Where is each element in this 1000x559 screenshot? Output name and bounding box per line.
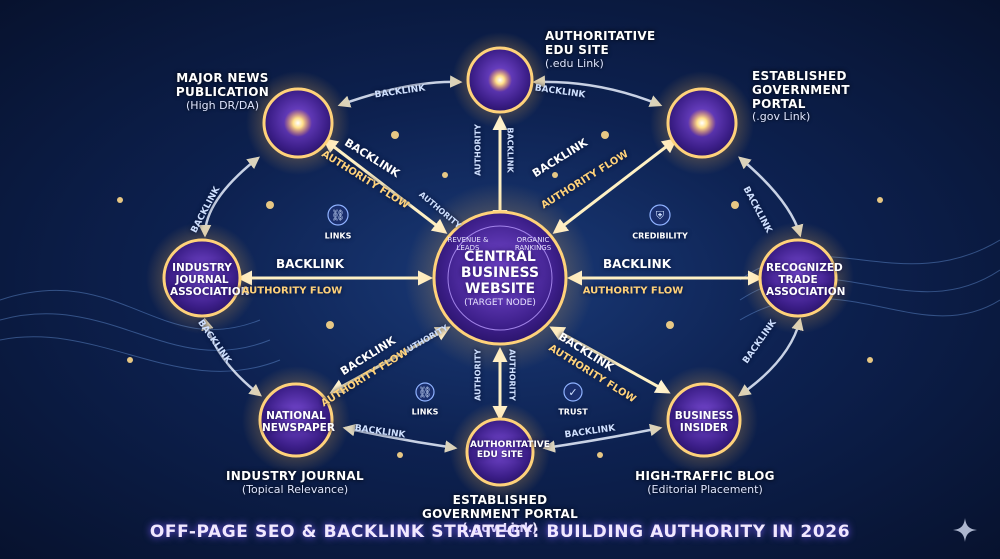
center-ring-label-right: ORGANIC RANKINGS [514,236,552,252]
connector-label-backlink: BACKLINK [276,257,344,271]
node-right-inner: RECOGNIZED TRADE ASSOCIATION [766,262,846,299]
node-top-subtitle: (.edu Link) [545,56,604,70]
connector-label-trust: TRUST [558,407,588,417]
arc-bottom-bottomright [542,423,663,453]
node-bottom-left-inner: NATIONAL NEWSPAPER [262,410,335,435]
arc-bottomleft-bottom [342,424,458,453]
node-bottom-right-inner: BUSINESS INSIDER [674,410,734,435]
node-bottom-title: ESTABLISHED GOVERNMENT PORTAL (.gov Link… [421,493,579,535]
svg-text:⛨: ⛨ [656,209,665,222]
node-top-left-label: MAJOR NEWS PUBLICATION (High DR/DA) [165,71,280,112]
arc-top-topright [532,75,663,107]
node-left-journal [146,222,258,334]
center-node-subtitle: (TARGET NODE) [464,298,536,308]
icon-badges [327,204,671,402]
node-bottom-left-label: INDUSTRY JOURNAL (Topical Relevance) [220,469,370,496]
arc-topleft-top [337,75,463,108]
node-top-label: AUTHORITATIVE EDU SITE (.edu Link) [545,29,660,70]
center-node-title: CENTRAL BUSINESS WEBSITE [460,249,540,298]
node-left-inner: INDUSTRY JOURNAL ASSOCIATION [170,262,250,299]
connector-label-authority-flow: AUTHORITY FLOW [582,285,684,297]
decorative-dots [117,131,883,458]
node-bottom-right-insider [650,366,758,474]
node-top-left-subtitle: (High DR/DA) [186,98,259,112]
node-bottom-edu [450,402,550,502]
node-bottom-label: ESTABLISHED GOVERNMENT PORTAL (.gov Link… [410,493,590,535]
node-top-edu [452,32,548,128]
node-bottom-left-subtitle: (Topical Relevance) [241,482,349,496]
node-right-trade [742,222,854,334]
spoke-topleft [322,138,448,234]
sparkle-icon [953,518,977,542]
connector-label-links: LINKS [411,407,439,417]
connector-label-authority: AUTHORITY [473,349,483,401]
node-top-title: AUTHORITATIVE EDU SITE [545,29,656,57]
node-top-right-gov [650,71,754,175]
trust-icon [563,382,583,402]
node-top-left-news [246,71,350,175]
spoke-topright [552,138,678,234]
page-title: OFF-PAGE SEO & BACKLINK STRATEGY: BUILDI… [149,522,851,542]
shield-icon [649,204,671,226]
connector-label-authority-flow: AUTHORITY FLOW [241,285,343,297]
connector-label-backlink: BACKLINK [505,127,515,173]
connector-label-credibility: CREDIBILITY [632,231,688,241]
node-top-right-label: ESTABLISHED GOVERNMENT PORTAL (.gov Link… [752,69,872,124]
node-bottom-left-title: INDUSTRY JOURNAL [226,469,364,483]
node-top-left-title: MAJOR NEWS PUBLICATION [175,71,270,99]
link-icon [327,204,349,226]
link-icon [415,382,435,402]
node-top-right-title: ESTABLISHED GOVERNMENT PORTAL [752,69,850,111]
node-bottom-right-subtitle: (Editorial Placement) [647,482,763,496]
node-bottom-left-newspaper [242,366,350,474]
node-bottom-right-title: HIGH-TRAFFIC BLOG [635,469,775,483]
node-bottom-inner: AUTHORITATIVE EDU SITE [470,440,550,461]
connector-label-authority: AUTHORITY [507,349,517,401]
center-node [405,183,595,373]
connector-label-backlink: BACKLINK [603,257,671,271]
svg-text:⛓: ⛓ [331,209,345,222]
node-top-right-subtitle: (.gov Link) [752,110,811,124]
svg-text:⛓: ⛓ [418,386,432,399]
center-ring-label-left: REVENUE & LEADS [447,236,489,252]
svg-text:✓: ✓ [568,386,577,399]
node-bottom-right-label: HIGH-TRAFFIC BLOG (Editorial Placement) [630,469,780,496]
connector-label-authority: AUTHORITY [473,124,483,176]
connector-label-links: LINKS [324,231,352,241]
